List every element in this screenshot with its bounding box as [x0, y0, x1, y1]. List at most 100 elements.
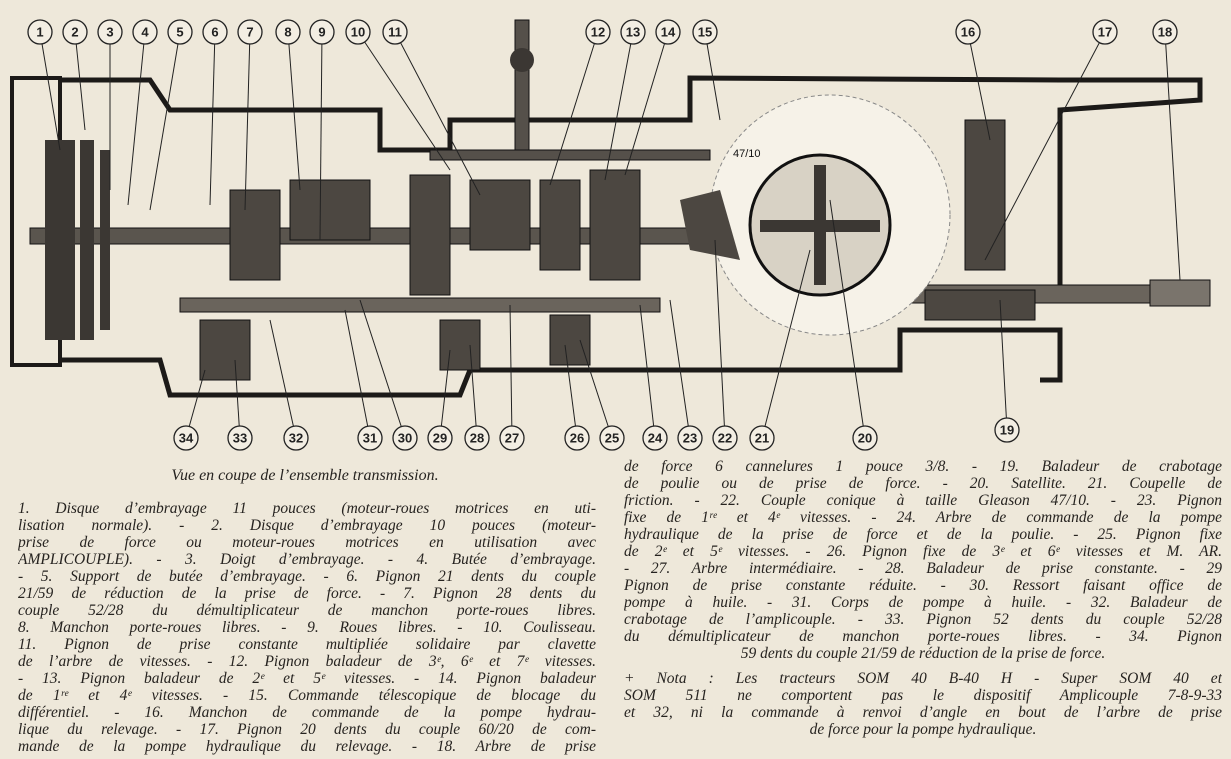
gear-stack: [199, 169, 641, 381]
callout-23: 23: [677, 425, 703, 451]
callout-number: 25: [605, 431, 619, 446]
text-line: pompe à huile. - 31. Corps de pompe à hu…: [624, 594, 1222, 611]
callout-number: 17: [1098, 25, 1112, 40]
callout-number: 34: [179, 431, 194, 446]
leader-line: [714, 239, 726, 439]
callout-number: 9: [318, 25, 325, 40]
text-line: 8. Manchon porte-roues libres. - 9. Roue…: [18, 619, 596, 636]
callout-number: 31: [363, 431, 377, 446]
callout-number: 12: [591, 25, 605, 40]
callout-number: 33: [233, 431, 247, 446]
leader-line: [984, 31, 1106, 261]
nota-paragraph: + Nota : Les tracteurs SOM 40 B-40 H - S…: [624, 670, 1222, 738]
gear-ratio-label: 47/10: [733, 148, 761, 160]
callout-30: 30: [392, 425, 418, 451]
clutch-pack: [45, 140, 110, 340]
text-line: - 27. Arbre intermédiaire. - 28. Baladeu…: [624, 560, 1222, 577]
callout-12: 12: [585, 19, 611, 45]
callout-22: 22: [712, 425, 738, 451]
callout-4: 4: [132, 19, 158, 45]
callout-number: 15: [698, 25, 712, 40]
callout-number: 2: [71, 25, 78, 40]
callout-24: 24: [642, 425, 668, 451]
text-line: hydraulique de la prise de force et de l…: [624, 526, 1222, 543]
callout-number: 23: [683, 431, 697, 446]
text-line: lisation normale). - 2. Disque d’embraya…: [18, 517, 596, 534]
pump-drive: [924, 119, 1211, 321]
text-line: crabotage de l’amplicouple. - 33. Pignon…: [624, 611, 1222, 628]
text-line: SOM 511 ne comportent pas le dispositif …: [624, 687, 1222, 704]
leader-line: [39, 31, 61, 151]
callout-21: 21: [749, 425, 775, 451]
leader-line: [704, 31, 721, 121]
callout-20: 20: [852, 425, 878, 451]
text-line: fixe de 1ʳᵉ et 4ᵉ vitesses. - 24. Arbre …: [624, 509, 1222, 526]
leader-line: [149, 31, 181, 211]
callout-number: 20: [858, 431, 872, 446]
callout-number: 16: [961, 25, 975, 40]
leader-line: [579, 339, 613, 439]
leader-line: [394, 31, 481, 196]
leader-line: [604, 31, 634, 181]
callout-number: 27: [505, 431, 519, 446]
leader-line: [564, 344, 578, 439]
leader-line: [1164, 31, 1181, 281]
differential: 47/10: [680, 94, 951, 336]
leader-line: [209, 31, 216, 206]
leader-line: [319, 31, 323, 241]
callout-2: 2: [62, 19, 88, 45]
legend-right-column: de force 6 cannelures 1 pouce 3/8. - 19.…: [624, 458, 1222, 662]
callout-number: 10: [351, 25, 365, 40]
callout-13: 13: [620, 19, 646, 45]
callout-number: 26: [570, 431, 584, 446]
callout-8: 8: [275, 19, 301, 45]
callout-number: 18: [1158, 25, 1172, 40]
callout-number: 8: [284, 25, 291, 40]
text-line: 21/59 de réduction de la prise de force.…: [18, 585, 596, 602]
callout-number: 19: [1000, 423, 1014, 438]
callout-number: 11: [388, 25, 402, 40]
text-line: couple 52/28 du démultiplicateur de manc…: [18, 602, 596, 619]
leader-line: [509, 304, 513, 439]
text-line: 11. Pignon de prise constante multipliée…: [18, 636, 596, 653]
callout-7: 7: [237, 19, 263, 45]
callout-10: 10: [345, 19, 371, 45]
callout-number: 21: [755, 431, 769, 446]
text-line: 1. Disque d’embrayage 11 pouces (moteur-…: [18, 500, 596, 517]
text-line: friction. - 22. Couple conique à taille …: [624, 492, 1222, 509]
callout-number: 5: [176, 25, 183, 40]
callout-number: 30: [398, 431, 412, 446]
callout-number: 28: [470, 431, 484, 446]
leader-line: [829, 199, 866, 439]
selector-rod: [429, 19, 711, 161]
leader-line: [669, 299, 691, 439]
text-line: - 13. Pignon baladeur de 2ᵉ et 5ᵉ vitess…: [18, 670, 596, 687]
text-line: de l’arbre de vitesses. - 12. Pignon bal…: [18, 653, 596, 670]
leader-line: [234, 359, 241, 439]
leader-line: [624, 31, 669, 176]
text-line: de 2ᵉ et 5ᵉ vitesses. - 26. Pignon fixe …: [624, 543, 1222, 560]
callout-26: 26: [564, 425, 590, 451]
callout-number: 13: [626, 25, 640, 40]
callout-16: 16: [955, 19, 981, 45]
leader-line: [287, 31, 301, 191]
callout-33: 33: [227, 425, 253, 451]
callout-27: 27: [499, 425, 525, 451]
figure-caption: Vue en coupe de l’ensemble transmission.: [171, 467, 439, 484]
leader-line: [127, 31, 146, 206]
text-line: de force 6 cannelures 1 pouce 3/8. - 19.…: [624, 458, 1222, 475]
callout-29: 29: [427, 425, 453, 451]
text-line: - 5. Support de butée d’embrayage. - 6. …: [18, 568, 596, 585]
text-line: mande de la pompe hydraulique du relevag…: [18, 738, 596, 755]
callout-number: 3: [106, 25, 113, 40]
callout-number: 29: [433, 431, 447, 446]
leader-line: [357, 31, 451, 171]
leader-line: [549, 31, 599, 186]
leader-line: [999, 299, 1008, 431]
text-line: du démultiplicateur de manchon porte-rou…: [624, 628, 1222, 645]
leader-line: [359, 299, 406, 439]
text-line: + Nota : Les tracteurs SOM 40 B-40 H - S…: [624, 670, 1222, 687]
text-line: différentiel. - 16. Manchon de commande …: [18, 704, 596, 721]
callout-number: 1: [36, 25, 43, 40]
